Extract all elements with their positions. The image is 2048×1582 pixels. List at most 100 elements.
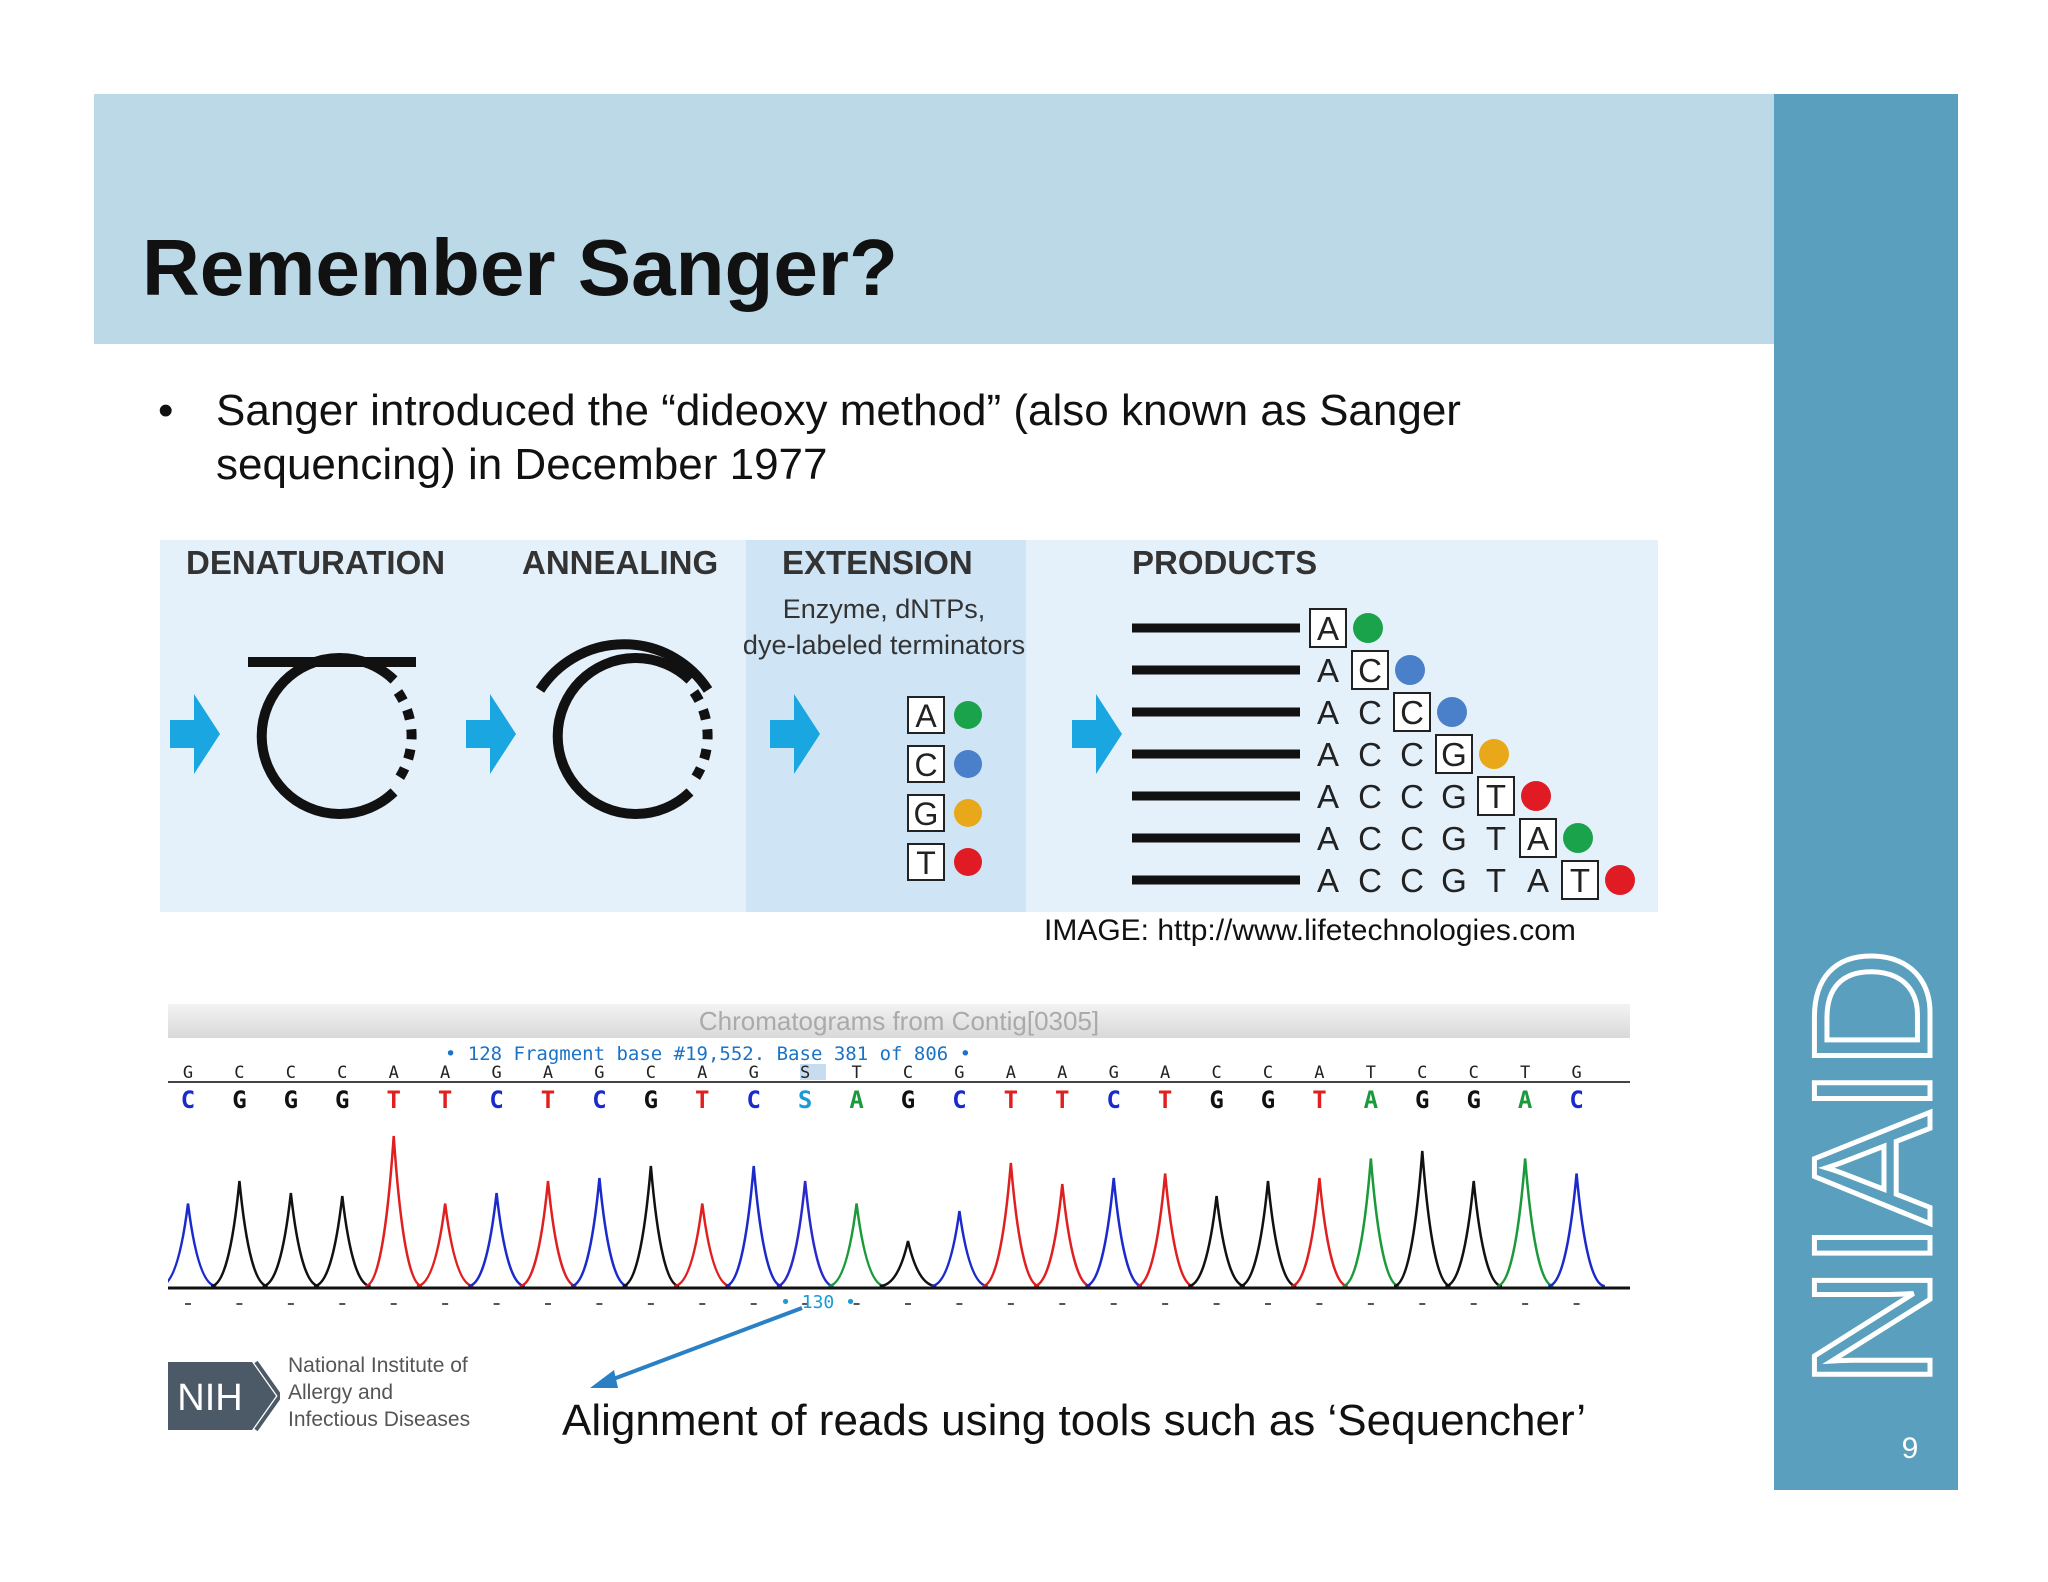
product-base: C: [1358, 694, 1382, 731]
sanger-figure: DENATURATION ANNEALING EXTENSION PRODUCT…: [160, 540, 1658, 912]
base-call: C: [746, 1086, 760, 1114]
base-call: G: [901, 1086, 915, 1114]
trace-peak: [1342, 1158, 1400, 1288]
product-base: A: [1527, 862, 1549, 899]
side-bar: [1774, 94, 1958, 1490]
slide-title: Remember Sanger?: [142, 223, 898, 312]
product-base: C: [1400, 736, 1424, 773]
base-call: A: [1518, 1086, 1533, 1114]
arrow-icon: [1072, 694, 1122, 774]
denatured-dna-icon: [248, 653, 417, 819]
dye-dot-icon: [1437, 697, 1467, 727]
base-call: G: [1209, 1086, 1223, 1114]
terminator-base: T: [916, 845, 936, 881]
consensus-base: G: [183, 1063, 193, 1083]
trace-peak: [828, 1203, 886, 1288]
base-call: G: [1261, 1086, 1275, 1114]
product-base: C: [1400, 778, 1424, 815]
terminator-box: [1477, 776, 1515, 816]
trace-peak: [468, 1192, 526, 1288]
dye-dot-icon: [954, 701, 982, 729]
chromatogram: Chromatograms from Contig[0305] • 128 Fr…: [168, 1004, 1630, 1313]
nih-line-2: Allergy and: [288, 1381, 394, 1404]
dye-dot-icon: [1353, 613, 1383, 643]
bullet-text: Sanger introduced the “dideoxy method” (…: [216, 386, 1461, 489]
consensus-base: C: [1263, 1063, 1273, 1083]
consensus-base: C: [286, 1063, 296, 1083]
chromatogram-title: Chromatograms from Contig[0305]: [699, 1006, 1099, 1036]
base-call: C: [592, 1086, 606, 1114]
terminator-box: [907, 794, 945, 832]
product-base: A: [1317, 652, 1339, 689]
product-base: G: [1441, 736, 1467, 773]
consensus-base: S: [800, 1063, 810, 1083]
trace-peak: [1445, 1180, 1503, 1288]
trace-peak: [570, 1177, 628, 1288]
trace-peak: [673, 1203, 731, 1288]
base-call: G: [1466, 1086, 1480, 1114]
trace-peak: [725, 1165, 783, 1288]
base-call: C: [1569, 1086, 1583, 1114]
product-base: A: [1317, 694, 1339, 731]
terminator-base: C: [914, 747, 937, 783]
terminator-box: [1393, 692, 1431, 732]
trace-peak: [1085, 1177, 1143, 1288]
trace-peak: [1239, 1180, 1297, 1288]
trace-peak: [982, 1162, 1040, 1288]
bullet-symbol: •: [158, 386, 174, 435]
consensus-base: C: [903, 1063, 913, 1083]
product-base: C: [1358, 820, 1382, 857]
arrow-icon: [466, 694, 516, 774]
base-call: C: [1106, 1086, 1120, 1114]
consensus-base: C: [1211, 1063, 1221, 1083]
nih-badge: NIH: [177, 1377, 242, 1419]
terminator-box: [907, 843, 945, 881]
trace-peak: [1136, 1173, 1194, 1288]
product-base: A: [1317, 778, 1339, 815]
trace-peak: [1548, 1173, 1606, 1288]
consensus-base: C: [1469, 1063, 1479, 1083]
terminator-box: [1561, 860, 1599, 900]
dye-dot-icon: [1521, 781, 1551, 811]
base-call: S: [798, 1086, 812, 1114]
stage-products: PRODUCTS: [1132, 544, 1317, 581]
consensus-base: A: [1314, 1063, 1324, 1083]
base-call: T: [541, 1086, 555, 1114]
nih-logo: NIH National Institute of Allergy and In…: [168, 1348, 498, 1448]
base-call: G: [232, 1086, 246, 1114]
dye-dot-icon: [1563, 823, 1593, 853]
trace-peak: [776, 1180, 834, 1288]
stage-denaturation: DENATURATION: [186, 544, 445, 581]
trace-peak: [262, 1192, 320, 1288]
trace-lines: [168, 1135, 1606, 1288]
arrow-icon: [770, 694, 820, 774]
consensus-base: T: [1366, 1063, 1376, 1083]
terminator-box: [1351, 650, 1389, 690]
dye-dot-icon: [954, 799, 982, 827]
base-call: G: [1415, 1086, 1429, 1114]
product-base: A: [1317, 862, 1339, 899]
arrow-icon: [170, 694, 220, 774]
consensus-base: G: [491, 1063, 501, 1083]
dye-dot-icon: [1395, 655, 1425, 685]
product-base: A: [1317, 736, 1339, 773]
dye-dot-icon: [954, 750, 982, 778]
product-base: C: [1358, 778, 1382, 815]
nih-line-1: National Institute of: [288, 1354, 468, 1377]
consensus-base: A: [543, 1063, 553, 1083]
trace-peak: [930, 1210, 988, 1288]
consensus-base: T: [1520, 1063, 1530, 1083]
product-base: G: [1441, 862, 1467, 899]
terminator-box: [907, 745, 945, 783]
consensus-base: A: [697, 1063, 707, 1083]
base-call: T: [438, 1086, 452, 1114]
product-base: C: [1358, 652, 1382, 689]
base-call: G: [644, 1086, 658, 1114]
consensus-base: C: [1417, 1063, 1427, 1083]
product-base: T: [1486, 778, 1506, 815]
product-base: T: [1570, 862, 1590, 899]
product-base: T: [1486, 820, 1506, 857]
consensus-base: G: [749, 1063, 759, 1083]
